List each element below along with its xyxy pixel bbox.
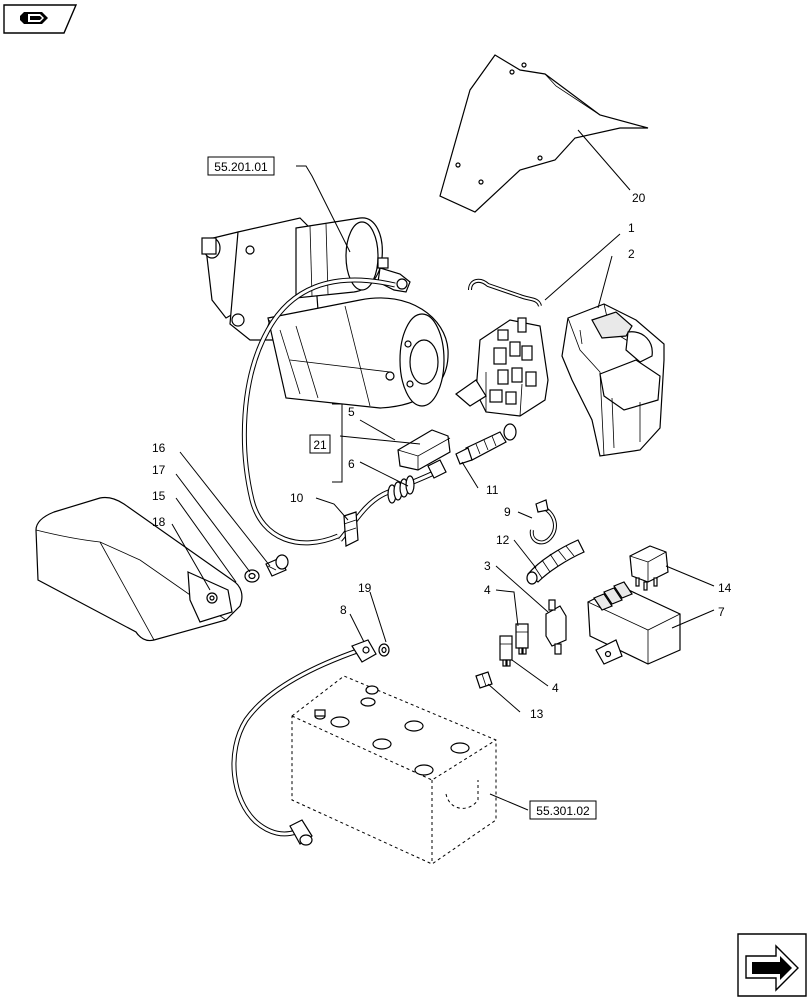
- leader-lines: [171, 129, 715, 811]
- svg-text:55.201.01: 55.201.01: [214, 160, 268, 174]
- callout-19: 19: [358, 581, 372, 595]
- callout-12: 12: [496, 533, 510, 547]
- callout-2: 2: [628, 247, 635, 261]
- callout-labels: 20 1 2 5 6 11 10 16 17 15 18 9 12 3 4 4 …: [152, 191, 732, 721]
- callout-17: 17: [152, 463, 166, 477]
- clamp-part: [529, 499, 557, 545]
- callout-5: 5: [348, 405, 355, 419]
- callout-14: 14: [718, 581, 732, 595]
- fuse-holder-part: [545, 599, 567, 655]
- starter-cable: [241, 277, 396, 546]
- washer-part: [244, 569, 260, 583]
- bolt-part: [455, 423, 517, 465]
- callout-7: 7: [718, 605, 725, 619]
- callout-1: 1: [628, 221, 635, 235]
- callout-9: 9: [504, 505, 511, 519]
- battery: [291, 675, 497, 865]
- svg-text:21: 21: [313, 438, 327, 452]
- control-module-part: [587, 581, 681, 665]
- sleeve-part: [526, 539, 585, 585]
- ref-starter[interactable]: 55.201.01: [207, 156, 275, 176]
- cover-panel-part: [35, 496, 243, 642]
- callout-16: 16: [152, 441, 166, 455]
- callout-18: 18: [152, 515, 166, 529]
- relay-part: [629, 545, 669, 591]
- maxi-fuse-part: [499, 623, 529, 667]
- callout-8: 8: [340, 603, 347, 617]
- callout-4-top: 4: [484, 583, 491, 597]
- cable-clip-part: [343, 511, 359, 547]
- screw-part: [265, 554, 289, 577]
- callout-11: 11: [486, 483, 499, 497]
- callout-4-bottom: 4: [552, 681, 559, 695]
- starter-motor: [201, 217, 449, 409]
- fuse-box-cover-part: [561, 303, 665, 457]
- bracket-part: [439, 54, 649, 213]
- nut-part: [378, 643, 390, 657]
- terminal-cover-part: [397, 429, 451, 471]
- next-page-arrow-icon[interactable]: [737, 933, 807, 997]
- callout-13: 13: [530, 707, 544, 721]
- ref-kit[interactable]: 21: [309, 434, 331, 454]
- callout-20: 20: [632, 191, 646, 205]
- callout-10: 10: [290, 491, 304, 505]
- callout-15: 15: [152, 489, 166, 503]
- hand-pointer-icon[interactable]: [3, 4, 78, 34]
- fuse-box-part: [455, 278, 549, 417]
- ref-battery[interactable]: 55.301.02: [529, 800, 597, 820]
- callout-6: 6: [348, 457, 355, 471]
- battery-cable-part: [231, 639, 377, 846]
- svg-text:55.301.02: 55.301.02: [536, 804, 590, 818]
- callout-3: 3: [484, 559, 491, 573]
